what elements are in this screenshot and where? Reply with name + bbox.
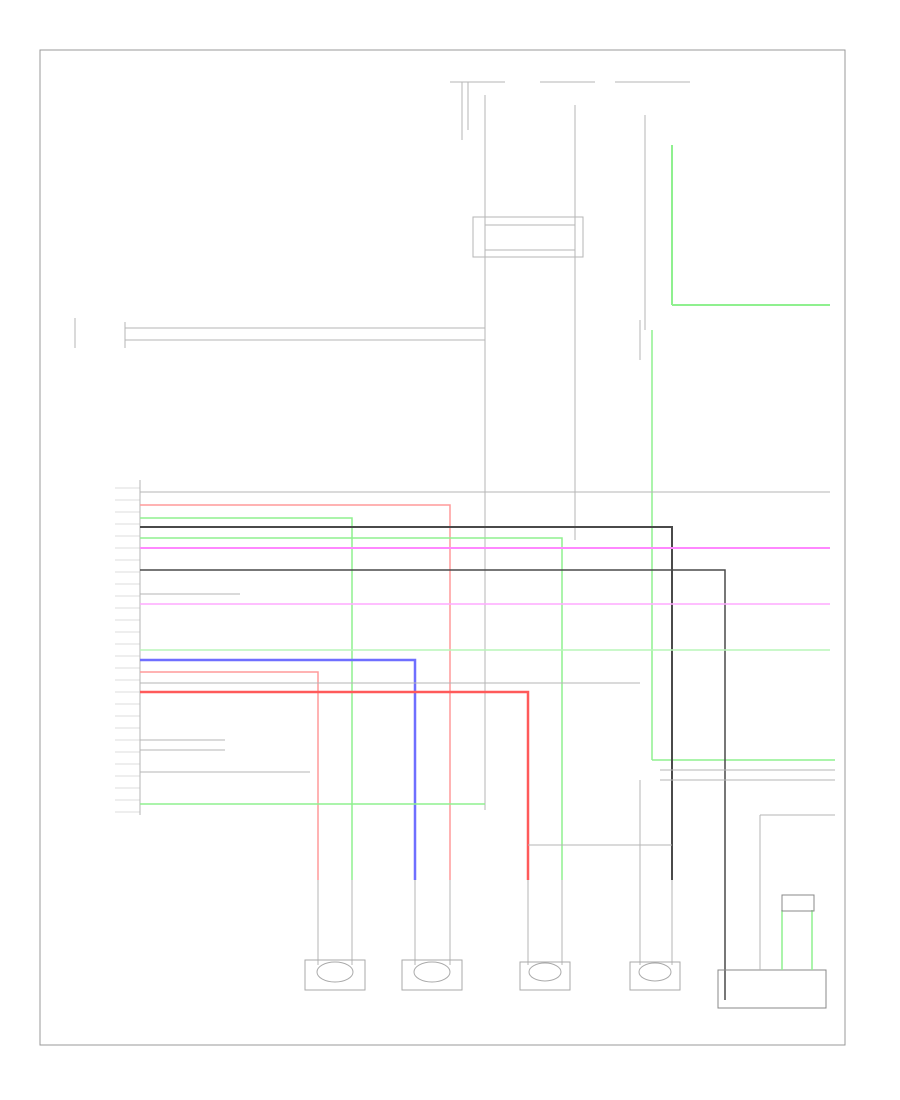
wheel-speed-sensor-front-left — [304, 959, 366, 991]
diagram-frame — [39, 49, 846, 1046]
wheel-speed-sensor-front-right — [401, 959, 463, 991]
stop-light-switch — [717, 814, 835, 1009]
wheel-speed-sensor-rear-right — [629, 961, 681, 991]
supply-wires — [472, 95, 646, 810]
wheel-speed-sensor-rear-left — [519, 961, 571, 991]
signal-wires — [140, 491, 835, 1000]
fuse-block-top — [450, 81, 690, 140]
left-connector-top — [74, 318, 485, 348]
green-wire-vertical — [639, 320, 835, 761]
ecu-pin-column — [115, 480, 141, 815]
sensor-branches — [317, 780, 673, 965]
green-wire-upper — [671, 145, 830, 306]
